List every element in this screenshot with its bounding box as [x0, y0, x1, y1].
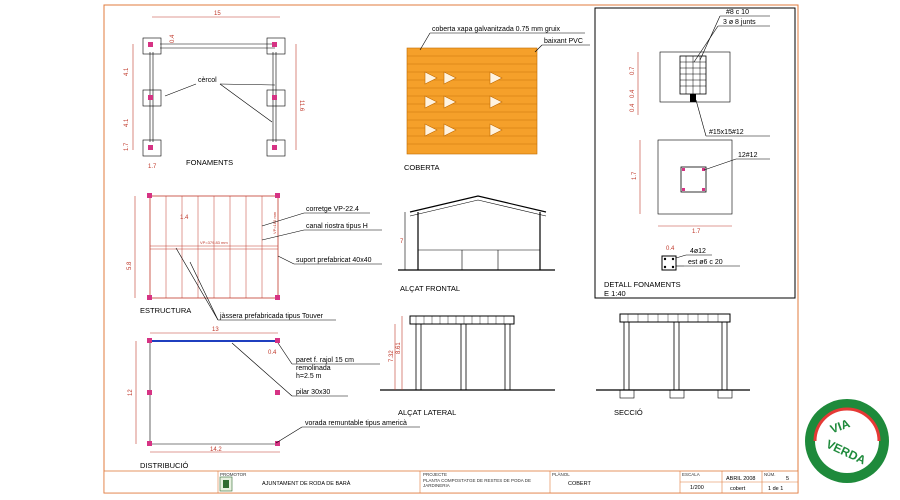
detall-note4: 12#12	[738, 152, 758, 159]
fonaments-dim-c: 1.7	[124, 142, 130, 151]
estructura-title: ESTRUCTURA	[140, 306, 191, 315]
alcat-lateral-title: ALÇAT LATERAL	[398, 408, 456, 417]
slope-arrows	[424, 71, 503, 137]
estructura-note-vert: VP=185 mm	[272, 211, 277, 234]
estructura-dim-side: 5.8	[127, 261, 133, 270]
tb-plan-no: 5	[786, 476, 789, 482]
coberta-plan: coberta xapa galvanitzada 0.75 mm gruix …	[404, 26, 590, 172]
distribucio-callout1c: h=2.5 m	[296, 373, 322, 380]
via-verda-logo: VIA VERDA	[805, 399, 889, 483]
distribucio-dim-side: 12	[128, 389, 134, 396]
alcat-lateral-dim1: 7.32	[389, 350, 395, 362]
tb-file: cobert	[730, 486, 746, 492]
distribucio-callout1: paret f. rajol 15 cm	[296, 357, 354, 364]
alcat-lateral-dim2: 8.61	[396, 342, 402, 354]
footings	[142, 37, 286, 157]
detall-scale: E 1:40	[604, 289, 626, 298]
fonaments-dim-e: 1.7	[148, 164, 157, 170]
detall-title: DETALL FONAMENTS	[604, 280, 681, 289]
fonaments-dim-side: 11.6	[298, 100, 304, 112]
tb-project-label: PROJECTE	[423, 472, 447, 477]
detall-note2: 3 ø 8 junts	[723, 19, 756, 26]
seccio: SECCIÓ	[596, 313, 750, 417]
detall-note5: 4ø12	[690, 248, 706, 255]
detall-note6: est ø6 c 20	[688, 259, 723, 266]
estructura-dim-a: 1.4	[180, 215, 189, 221]
fonaments-dim-top: 15	[214, 11, 221, 17]
detall-dim5: 1.7	[692, 229, 701, 235]
logo-line1: VIA	[828, 416, 852, 436]
tb-plan-label: PLÀNOL	[552, 471, 570, 477]
detall-fonaments: 0.7 0.4 0.4 #8 c 10 3 ø 8 junts #15x15#1…	[594, 7, 796, 299]
distribucio-callout3: vorada remuntable tipus americà	[305, 420, 407, 427]
tb-plan: COBERT	[568, 481, 591, 487]
detall-dim2: 0.4	[630, 89, 636, 98]
detall-note1: #8 c 10	[726, 9, 749, 16]
tb-sheet: 1 de 1	[768, 486, 783, 492]
estructura-plan: 5.8 1.4 VP=379.83 mm VP=185 mm corretge …	[127, 193, 382, 321]
detall-dim3: 0.4	[630, 103, 636, 112]
estructura-callout1: corretge VP-22.4	[306, 206, 359, 213]
alcat-frontal-title: ALÇAT FRONTAL	[400, 284, 460, 293]
fonaments-dim-d: 0.4	[170, 34, 176, 43]
estructura-callout2: canal riostra tipus H	[306, 223, 368, 230]
detall-note3: #15x15#12	[709, 129, 744, 136]
fonaments-dim-a: 4.1	[124, 67, 130, 76]
tb-client: AJUNTAMENT DE RODA DE BARÀ	[262, 480, 351, 487]
estructura-callout3: suport prefabricat 40x40	[296, 257, 372, 264]
distribucio-dim-top: 13	[212, 327, 219, 333]
tb-project-line1: PLANTA COMPOSTATGE DE RESTES DE PODA DE	[423, 478, 531, 483]
fonaments-dim-b: 4.1	[124, 118, 130, 127]
estructura-note-diag: VP=379.83 mm	[200, 240, 228, 245]
detall-dim6: 0.4	[666, 246, 675, 252]
detall-dim4: 1.7	[632, 171, 638, 180]
coberta-callout1: coberta xapa galvanitzada 0.75 mm gruix	[432, 26, 561, 33]
distribucio-plan: 13 14.2 12 0.4 paret f. rajol 15 cm remo…	[128, 327, 420, 470]
fonaments-callout: cèrcol	[198, 77, 217, 84]
alcat-frontal-dim: 7	[400, 239, 404, 245]
fonaments-plan: 15 11.6 4.1 4.1 1.7 0.4 1.7 cèrcol	[124, 11, 304, 170]
distribucio-dim-bottom: 14.2	[210, 447, 222, 453]
coberta-title: COBERTA	[404, 163, 440, 172]
title-block: PROMOTOR AJUNTAMENT DE RODA DE BARÀ PROJ…	[103, 470, 799, 494]
tb-project-line2: JARDINERIA	[423, 483, 450, 488]
distribucio-title: DISTRIBUCIÓ	[140, 461, 189, 470]
distribucio-dim-small: 0.4	[268, 350, 277, 356]
tb-scale-label: ESCALA	[682, 472, 700, 477]
detall-dim1: 0.7	[630, 66, 636, 75]
tb-plan-no-label: NÚM.	[764, 471, 776, 477]
alcat-lateral: 7.32 8.61 ALÇAT LATERAL	[380, 315, 555, 417]
coberta-callout2: baixant PVC	[544, 38, 583, 45]
tb-client-label: PROMOTOR	[220, 472, 247, 477]
tb-date: ABRIL 2008	[726, 476, 755, 482]
municipal-crest-icon	[219, 476, 233, 492]
estructura-callout4: jàssera prefabricada tipus Touver	[219, 313, 324, 320]
tb-scale: 1/200	[690, 485, 704, 491]
fonaments-title: FONAMENTS	[186, 158, 233, 167]
alcat-frontal: 7 ALÇAT FRONTAL	[398, 195, 555, 293]
seccio-title: SECCIÓ	[614, 408, 643, 417]
distribucio-callout2: pilar 30x30	[296, 389, 330, 396]
distribucio-callout1b: remolinada	[296, 365, 331, 372]
